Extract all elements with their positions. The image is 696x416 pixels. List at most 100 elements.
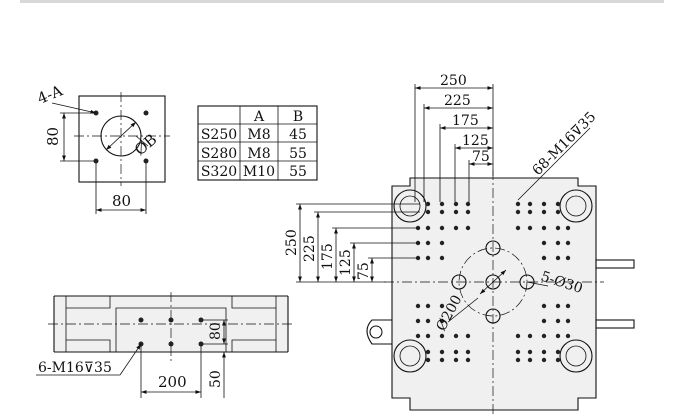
thread-hole <box>453 201 459 207</box>
table-border <box>197 105 318 181</box>
table-cell: S280 <box>201 146 237 162</box>
thread-hole <box>465 209 471 215</box>
thread-hole <box>565 333 571 339</box>
thread-hole <box>453 349 459 355</box>
side-hole <box>198 317 204 323</box>
tie-bar-stub <box>595 259 635 269</box>
bore-leader <box>135 135 149 147</box>
thread-hole <box>439 201 445 207</box>
thread-hole <box>415 303 421 309</box>
top-divider <box>20 0 664 3</box>
thread-hole <box>425 255 431 261</box>
top-dim-125: 125 <box>462 133 489 149</box>
tie-bar-hole-inner <box>565 345 587 367</box>
thread-hole <box>555 255 561 261</box>
thread-hole <box>541 318 547 324</box>
thread-hole-grid <box>415 201 571 363</box>
thread-hole <box>453 209 459 215</box>
thread-hole <box>465 349 471 355</box>
side-view: 6-M16⊽35 200 80 50 <box>36 292 294 398</box>
thread-hole <box>439 349 445 355</box>
side-hole <box>168 317 174 323</box>
thread-hole <box>439 209 445 215</box>
thread-hole <box>453 225 459 231</box>
thread-hole <box>439 318 445 324</box>
spec-table: A B S250 M8 45 S280 M8 55 S320 M10 55 <box>197 105 318 181</box>
side-dim-lower: 50 <box>208 370 224 388</box>
thread-hole <box>565 225 571 231</box>
tie-bar-hole <box>393 189 427 223</box>
thread-hole <box>439 333 445 339</box>
center-hole <box>519 274 535 290</box>
flange-bore <box>100 115 142 157</box>
table-header: A <box>253 109 265 125</box>
tie-bar-hole-inner <box>399 345 421 367</box>
thread-hole <box>541 333 547 339</box>
table-cell: 55 <box>289 146 307 162</box>
left-dim-225: 225 <box>302 235 318 262</box>
thread-hole <box>415 333 421 339</box>
thread-hole <box>555 303 561 309</box>
top-dim-175: 175 <box>452 113 479 129</box>
top-dim-75: 75 <box>472 149 490 165</box>
thread-hole <box>541 201 547 207</box>
side-hole <box>168 341 174 347</box>
left-dim-250: 250 <box>284 229 300 256</box>
table-cell: M8 <box>247 127 270 143</box>
thread-hole <box>527 333 533 339</box>
platen-fill <box>392 178 596 410</box>
thread-hole <box>415 318 421 324</box>
side-upper-detail <box>65 296 277 309</box>
pcd-dim-line <box>479 269 507 295</box>
thread-hole <box>527 349 533 355</box>
thread-hole <box>541 349 547 355</box>
thread-hole <box>439 357 445 363</box>
thread-hole <box>541 209 547 215</box>
platen-outline <box>391 177 597 411</box>
side-hole <box>138 317 144 323</box>
thread-hole <box>565 240 571 246</box>
tie-bar-stub <box>595 319 635 329</box>
thread-hole <box>439 303 445 309</box>
thread-hole <box>555 225 561 231</box>
center-hole <box>485 308 501 324</box>
thread-hole <box>439 240 445 246</box>
thread-leader <box>517 127 591 201</box>
tie-bar-hole <box>559 339 593 373</box>
tie-bar-hole-inner <box>565 195 587 217</box>
thread-hole <box>425 303 431 309</box>
flange-dim-horizontal: 80 <box>112 192 131 210</box>
left-dim-175: 175 <box>320 243 336 270</box>
table-cell: S320 <box>201 164 237 180</box>
side-hole <box>198 341 204 347</box>
flange-dim-vertical: 80 <box>44 127 62 146</box>
center-holes-leader <box>526 281 549 287</box>
thread-hole <box>555 209 561 215</box>
thread-hole <box>515 357 521 363</box>
bore-diameter-line <box>105 121 137 151</box>
thread-hole <box>439 255 445 261</box>
thread-leader <box>119 343 142 376</box>
thread-hole <box>527 201 533 207</box>
flange-hole <box>143 158 149 164</box>
flange-outline <box>78 95 166 183</box>
flange-hole <box>93 158 99 164</box>
center-hole <box>451 274 467 290</box>
thread-hole <box>453 357 459 363</box>
thread-hole <box>425 357 431 363</box>
platen-view: Ø200 5-Ø30 68-M16⊽35 250 225 175 125 <box>284 73 635 414</box>
side-center-block <box>115 307 227 353</box>
left-dim-75: 75 <box>356 262 372 280</box>
side-lower-detail <box>65 339 277 352</box>
thread-hole <box>515 209 521 215</box>
table-cell: M8 <box>247 146 270 162</box>
thread-hole <box>425 333 431 339</box>
table-cell: M10 <box>243 164 275 180</box>
thread-hole <box>425 201 431 207</box>
thread-hole <box>565 303 571 309</box>
tie-bar-hole <box>559 189 593 223</box>
top-dim-225: 225 <box>444 93 471 109</box>
thread-hole <box>565 255 571 261</box>
